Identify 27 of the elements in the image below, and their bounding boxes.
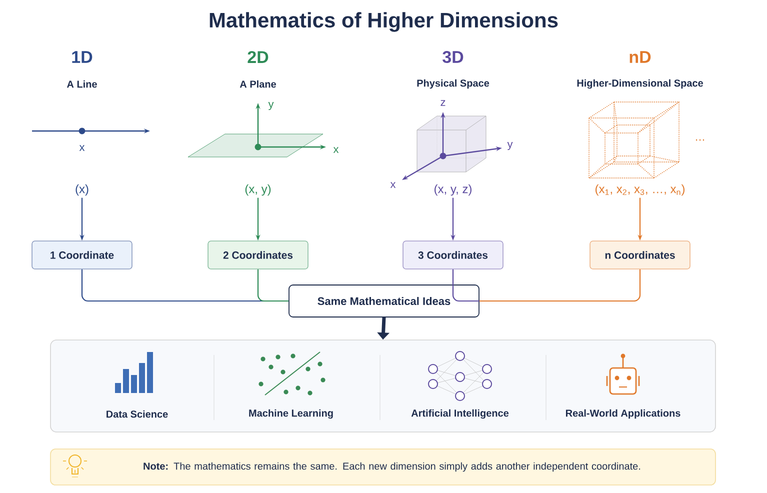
axis-label: x [333,147,339,153]
dimension-heading: 2D [248,51,268,63]
coordinate-tuple: (x$_{1}$, x$_{2}$, x$_{3}$, …, x$_{n}$) [596,184,684,196]
dimension-heading: 3D [442,50,464,64]
dimension-subtitle: Physical Space [417,79,490,89]
title: Mathematics of Higher Dimensions [210,12,558,32]
axis-label: y [507,142,513,150]
axis-label: y [268,102,274,110]
dimension-heading: nD [630,51,651,63]
axis-label: x [390,182,396,188]
dimension-subtitle: A Plane [240,80,276,88]
coordinate-box: 1 Coordinate [32,240,132,270]
coordinate-box: 3 Coordinates [402,240,504,270]
coordinate-tuple: (x) [76,184,88,196]
dimension-subtitle: A Line [66,80,97,88]
note-box: Note: The mathematics remains the same. Each new dimension simply adds another independent coordinate. [50,448,716,486]
dimension-subtitle: Higher-Dimensional Space [577,79,703,89]
coordinate-tuple: (x, y) [245,184,271,196]
dimension-heading: 1D [72,51,92,63]
applications-panel: Data Science Machine Learning Artificial Intelligence Real-World Applications [50,340,716,432]
concept-box: Same Mathematical Ideas [288,284,480,318]
coordinate-tuple: (x, y, z) [434,184,472,196]
coordinate-box: n Coordinates [590,240,690,270]
axis-label: x [79,145,85,151]
axis-label: … [696,139,704,141]
coordinate-box: 2 Coordinates [208,240,308,270]
axis-label: z [440,100,446,106]
